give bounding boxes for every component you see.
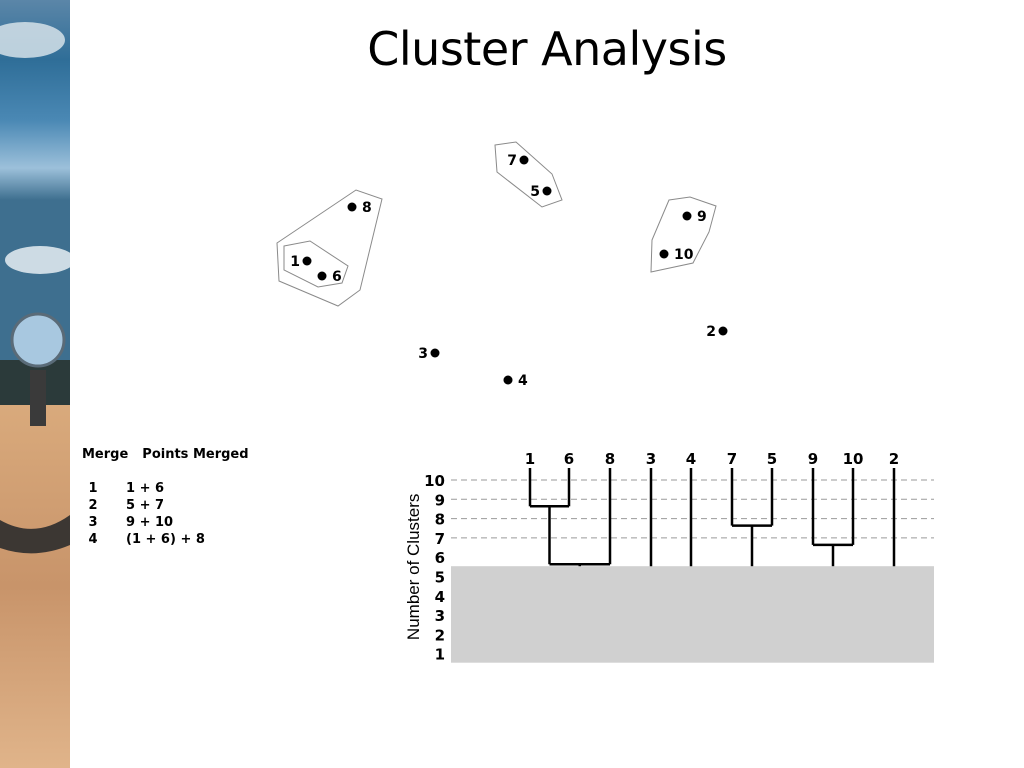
scatter-point: 2 — [706, 324, 728, 340]
point-label: 2 — [706, 324, 716, 340]
scatter-point: 10 — [659, 247, 694, 263]
point-label: 3 — [418, 346, 428, 362]
leaf-label: 6 — [564, 450, 574, 468]
point-marker — [718, 326, 728, 336]
leaf-label: 1 — [525, 450, 535, 468]
point-marker — [347, 202, 357, 212]
merge-number: 3 — [88, 515, 98, 530]
point-marker — [430, 348, 440, 358]
points-merged: 5 + 7 — [126, 498, 165, 513]
y-tick-label: 4 — [435, 588, 445, 606]
point-label: 1 — [290, 254, 300, 270]
leaf-label: 9 — [808, 450, 818, 468]
y-tick-label: 9 — [435, 491, 445, 509]
point-marker — [682, 211, 692, 221]
point-marker — [317, 271, 327, 281]
y-tick-label: 7 — [435, 530, 445, 548]
merge-row: 1 1 + 6 — [82, 480, 249, 497]
shaded-region — [451, 566, 934, 663]
merge-header: Merge — [82, 447, 129, 462]
points-merged: 9 + 10 — [126, 515, 174, 530]
point-marker — [503, 375, 513, 385]
points-merged: (1 + 6) + 8 — [126, 532, 205, 547]
y-tick-label: 5 — [435, 569, 445, 587]
scatter-point: 4 — [503, 373, 528, 389]
scatter-point: 8 — [347, 200, 372, 216]
merge-number: 1 — [88, 481, 98, 496]
y-tick-label: 6 — [435, 549, 445, 567]
points-merged-header: Points Merged — [142, 447, 249, 462]
point-label: 9 — [697, 209, 707, 225]
point-label: 8 — [362, 200, 372, 216]
point-label: 7 — [507, 153, 517, 169]
leaf-label: 3 — [646, 450, 656, 468]
y-tick-label: 3 — [435, 607, 445, 625]
merge-row: 4 (1 + 6) + 8 — [82, 531, 249, 548]
point-label: 6 — [332, 269, 342, 285]
cluster-outline-1-6 — [283, 240, 349, 288]
y-axis-label: Number of Clusters — [404, 494, 423, 640]
scatter-point: 1 — [290, 254, 312, 270]
y-tick-label: 2 — [435, 626, 445, 644]
point-marker — [302, 256, 312, 266]
scatter-diagram: 1 6 8 75 9 10 2 3 4 — [276, 141, 728, 389]
leaf-label: 2 — [889, 450, 899, 468]
merge-row: 2 5 + 7 — [82, 497, 249, 514]
slide-title: Cluster Analysis — [367, 22, 727, 76]
point-marker — [542, 186, 552, 196]
merge-row: 3 9 + 10 — [82, 514, 249, 531]
scatter-point: 3 — [418, 346, 440, 362]
y-tick-label: 1 — [435, 646, 445, 664]
cluster-outline-9-10 — [650, 196, 717, 273]
cluster-outline-1-6-8 — [276, 189, 383, 307]
scatter-point: 9 — [682, 209, 707, 225]
point-label: 10 — [674, 247, 694, 263]
points-merged: 1 + 6 — [126, 481, 165, 496]
scatter-point: 6 — [317, 269, 342, 285]
point-label: 4 — [518, 373, 528, 389]
point-label: 5 — [530, 184, 540, 200]
y-tick-label: 8 — [435, 511, 445, 529]
decorative-side-band — [0, 0, 70, 768]
leaf-label: 4 — [686, 450, 696, 468]
cluster-outline-7-5 — [494, 141, 563, 208]
leaf-label: 5 — [767, 450, 777, 468]
leaf-label: 10 — [843, 450, 864, 468]
y-tick-label: 10 — [424, 472, 445, 490]
leaf-label: 8 — [605, 450, 615, 468]
merge-number: 4 — [88, 532, 98, 547]
scatter-point: 7 — [507, 153, 529, 169]
leaf-label: 7 — [727, 450, 737, 468]
merge-table: Merge Points Merged 1 1 + 6 2 5 + 7 3 9 … — [82, 447, 249, 548]
scatter-point: 5 — [530, 184, 552, 200]
merge-number: 2 — [88, 498, 98, 513]
point-marker — [659, 249, 669, 259]
point-marker — [519, 155, 529, 165]
